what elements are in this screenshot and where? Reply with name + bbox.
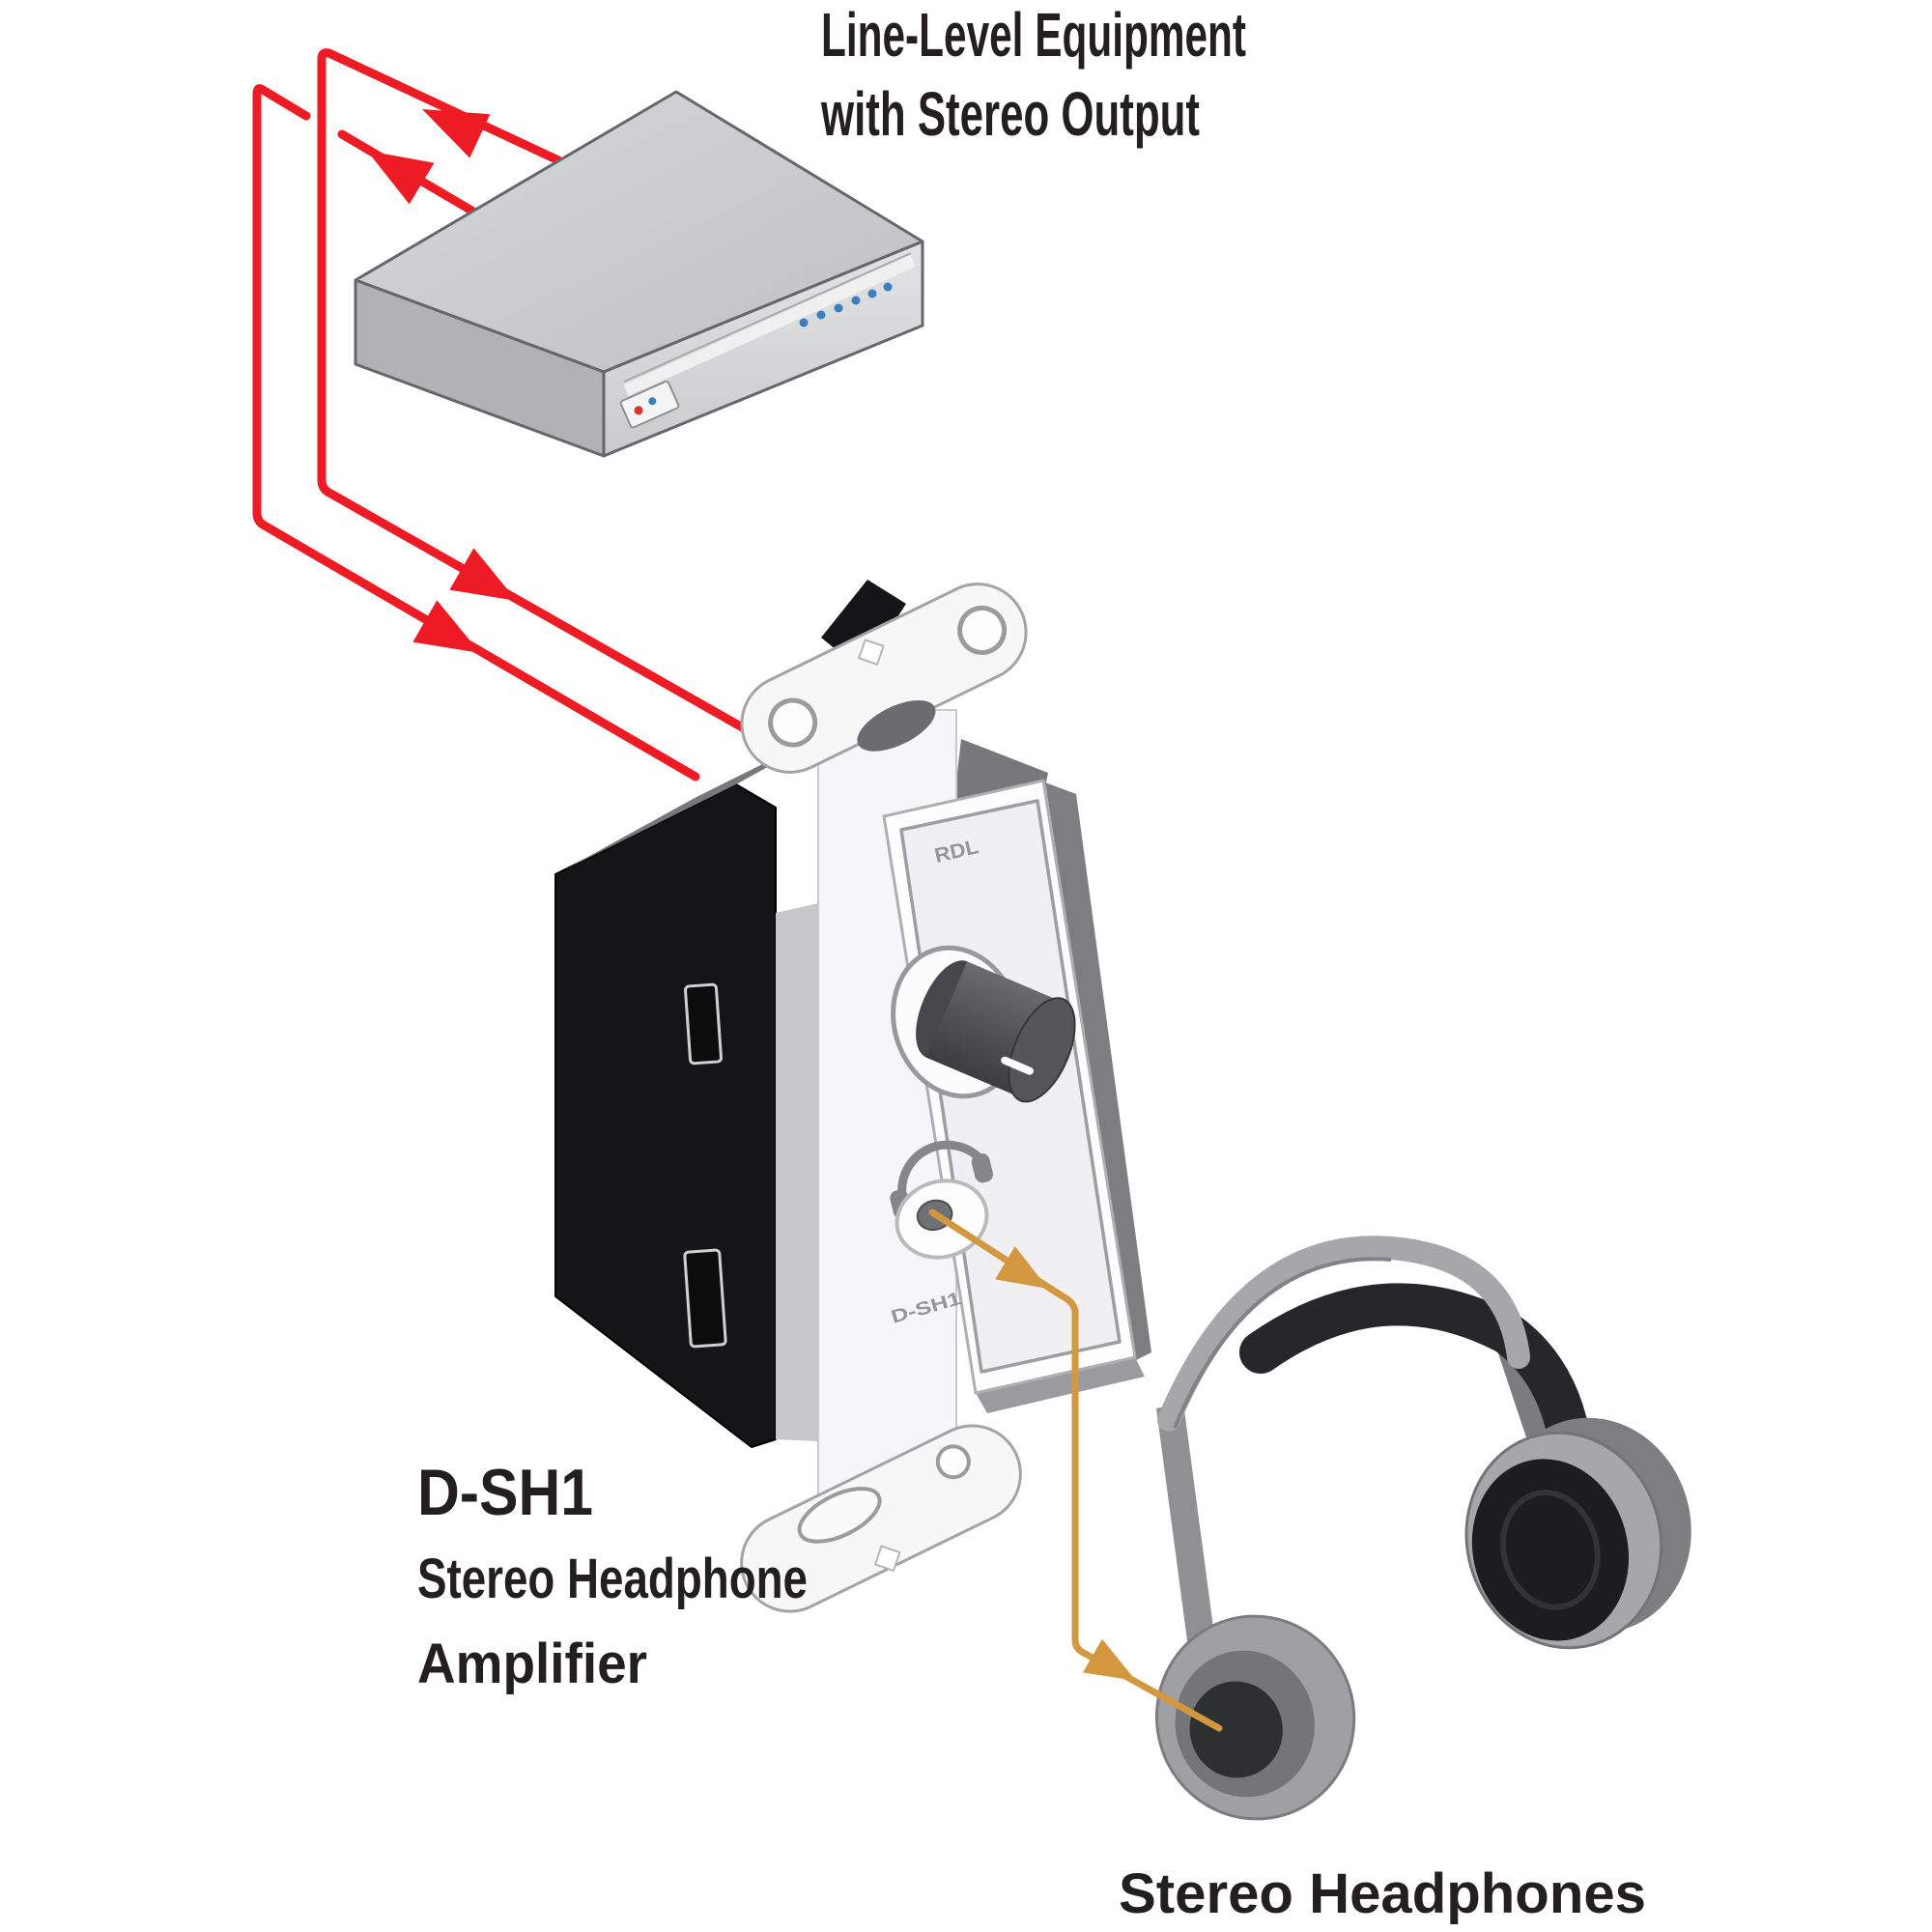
mounting-slot <box>857 699 936 752</box>
volume-knob <box>916 960 1076 1103</box>
status-led-blue <box>648 397 657 406</box>
equipment-led-indicators <box>799 282 893 327</box>
left-ear-cup <box>1154 1614 1356 1821</box>
signal-arrow-icon <box>449 548 517 601</box>
signal-wire-left-channel <box>317 48 764 742</box>
headphones-label: Stereo Headphones <box>1119 1862 1646 1925</box>
stereo-signal-wires <box>252 48 764 781</box>
headphone-cable-line <box>928 1208 1223 1732</box>
screw-hole <box>768 697 818 748</box>
signal-wire-right-channel <box>252 84 700 781</box>
headband-left-strap <box>1156 1403 1215 1648</box>
signal-arrow-icon <box>412 600 480 653</box>
amplifier-name-line1: Stereo Headphone <box>417 1548 808 1610</box>
equipment-display-panel <box>619 380 680 429</box>
plate-bottom-side-wall <box>976 1357 1145 1413</box>
amplifier-name-line2: Amplifier <box>417 1633 647 1695</box>
equipment-front-groove-edge <box>623 252 912 383</box>
cable-arrow-icon <box>1082 1638 1136 1681</box>
source-label-line1: Line-Level Equipment <box>821 0 1246 70</box>
rear-enclosure-black-box <box>554 783 777 1448</box>
knob-indicator-mark <box>1001 1056 1034 1075</box>
knob-front-face <box>1008 997 1076 1103</box>
stereo-headphones <box>1154 1236 1691 1821</box>
enclosure-mounting-slots <box>683 982 727 1349</box>
mounting-slot <box>797 1487 882 1544</box>
cable-arrow-icon <box>995 1246 1048 1289</box>
amplifier-model-label: D-SH1 <box>417 1456 593 1529</box>
signal-arrow-icon <box>422 109 491 158</box>
labels: Line-Level Equipment with Stereo Output … <box>417 0 1646 1925</box>
bottom-mounting-tab <box>740 1424 1022 1613</box>
screw-hole <box>935 1444 971 1480</box>
signal-arrow-icon <box>367 151 435 205</box>
line-level-equipment-unit <box>354 90 924 458</box>
left-ear-cup-socket <box>1189 1681 1283 1778</box>
power-led-red <box>634 406 643 415</box>
plate-side-flange <box>776 903 818 1441</box>
source-label-line2: with Stereo Output <box>820 79 1200 149</box>
screw-glint <box>874 1545 901 1572</box>
right-ear-cup <box>1464 1417 1691 1650</box>
headband <box>1157 1236 1530 1432</box>
wall-plate-assembly: RDL D-SH1 <box>554 580 1151 1613</box>
headband-pad <box>1239 1283 1592 1468</box>
plate-right-side-wall <box>1045 782 1151 1360</box>
headband-edge <box>1173 1257 1392 1429</box>
top-mounting-tab <box>740 582 1028 774</box>
right-ear-cup-front <box>1471 1459 1630 1641</box>
screw-hole <box>957 605 1008 655</box>
screw-glint <box>858 639 885 666</box>
headphone-cable <box>928 1208 1223 1732</box>
equipment-front-groove <box>623 255 916 396</box>
